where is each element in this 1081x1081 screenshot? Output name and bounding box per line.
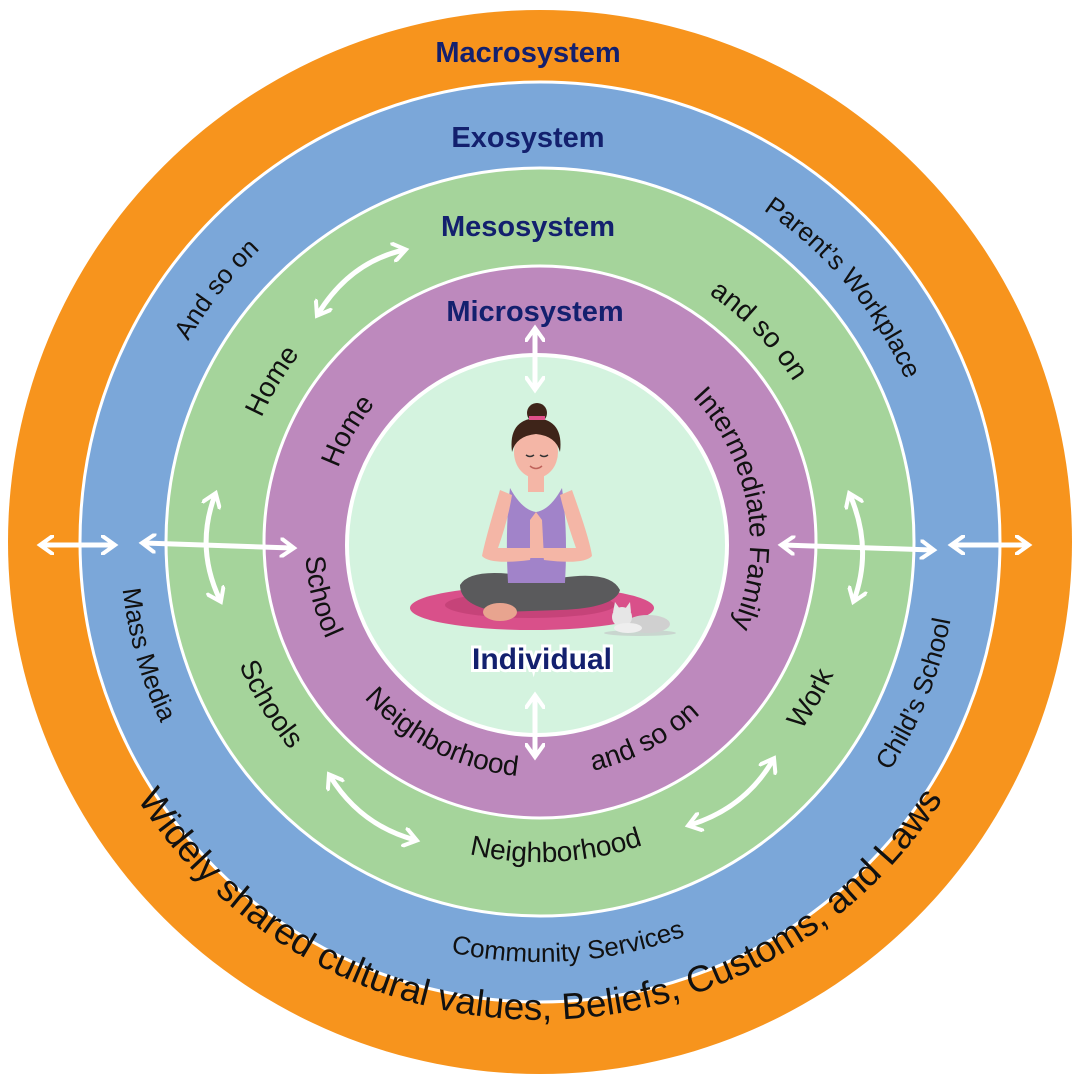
individual-label: Individual [472,643,612,676]
curved-double-arrow-icon [690,760,773,825]
microsystem-title: Microsystem [446,296,623,328]
meditating-woman-illustration [410,403,676,636]
double-arrow-icon-group [42,250,1027,840]
curved-double-arrow-icon [330,776,415,840]
mesosystem-title: Mesosystem [441,211,615,243]
cat-icon [604,602,676,636]
curved-double-arrow-icon [318,250,404,314]
curved-double-arrow-icon [850,495,863,600]
curved-double-arrow-icon [206,495,220,600]
exosystem-title: Exosystem [451,122,604,154]
macrosystem-title: Macrosystem [435,37,620,69]
